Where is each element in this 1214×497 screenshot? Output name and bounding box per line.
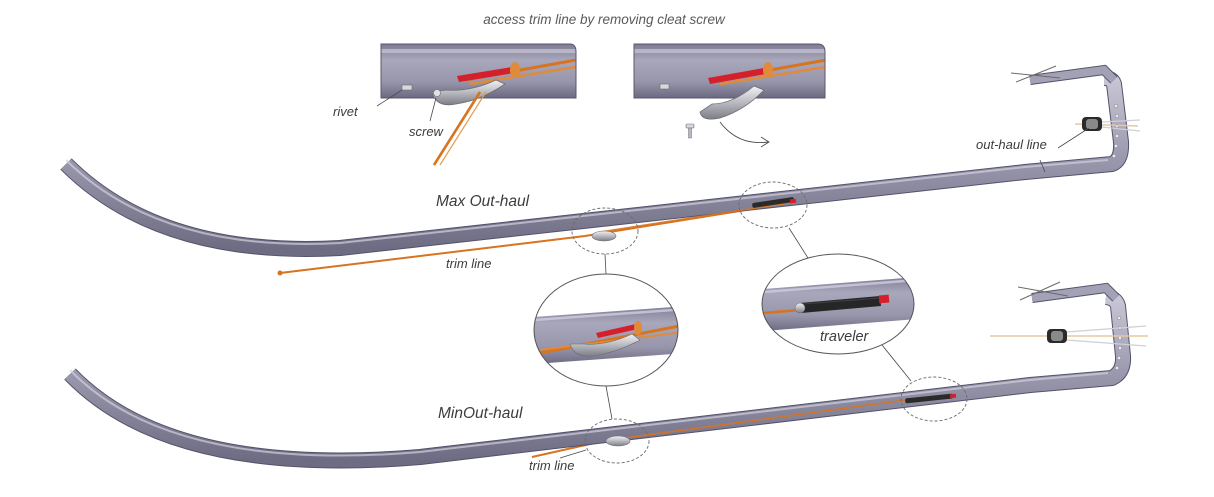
outhaul-line-label: out-haul line — [976, 137, 1047, 152]
traveler-label: traveler — [820, 329, 870, 345]
bottom-boom — [64, 281, 1148, 469]
trim-line-label-bottom: trim line — [529, 458, 575, 473]
connector-lines — [604, 227, 912, 420]
min-outhaul-label: MinOut-haul — [438, 405, 523, 422]
zoom-traveler-detail — [761, 253, 915, 355]
inset-cleat-attached — [376, 43, 577, 166]
max-outhaul-label: Max Out-haul — [436, 193, 530, 210]
caption-text: access trim line by removing cleat screw — [483, 12, 726, 27]
rivet-label: rivet — [333, 104, 359, 119]
inset-cleat-removed — [633, 43, 826, 148]
callout-cleat-bottom — [584, 418, 650, 464]
callout-cleat-top — [571, 207, 639, 255]
trim-line-label-top: trim line — [446, 256, 492, 271]
callout-traveler-top — [738, 181, 808, 229]
screw-label: screw — [409, 124, 445, 139]
top-boom — [60, 64, 1141, 276]
zoom-cleat-detail — [533, 273, 679, 387]
callout-traveler-bottom — [900, 376, 968, 422]
